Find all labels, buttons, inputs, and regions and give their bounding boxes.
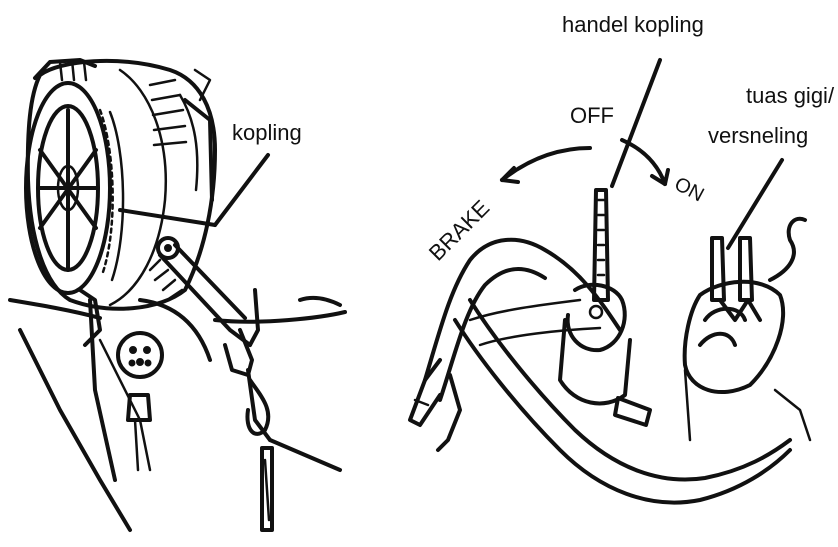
round-gauge (118, 333, 162, 470)
gear-lever (685, 219, 810, 440)
clutch-handle-leader-line (612, 60, 660, 186)
left-panel-illustration: kopling (10, 60, 345, 530)
gear-lever-leader-line (728, 160, 782, 248)
gear-lever-label-line2: versneling (708, 123, 808, 148)
left-grip (410, 360, 460, 450)
clutch-leader-line (215, 155, 268, 225)
off-label: OFF (570, 103, 614, 128)
clutch-label: kopling (232, 120, 302, 145)
brake-label: BRAKE (424, 195, 494, 265)
clutch-cable-lever (120, 210, 340, 530)
direction-arrows (502, 140, 668, 184)
gear-lever-label-line1: tuas gigi/ (746, 83, 835, 108)
right-panel-illustration: handel kopling OFF ON BRAKE tuas gigi/ v… (410, 12, 835, 503)
brake-direction-arrow (502, 148, 590, 180)
engine-frame (10, 290, 345, 530)
on-label: ON (671, 173, 708, 207)
clutch-handle-label: handel kopling (562, 12, 704, 37)
engine-housing (28, 60, 215, 309)
